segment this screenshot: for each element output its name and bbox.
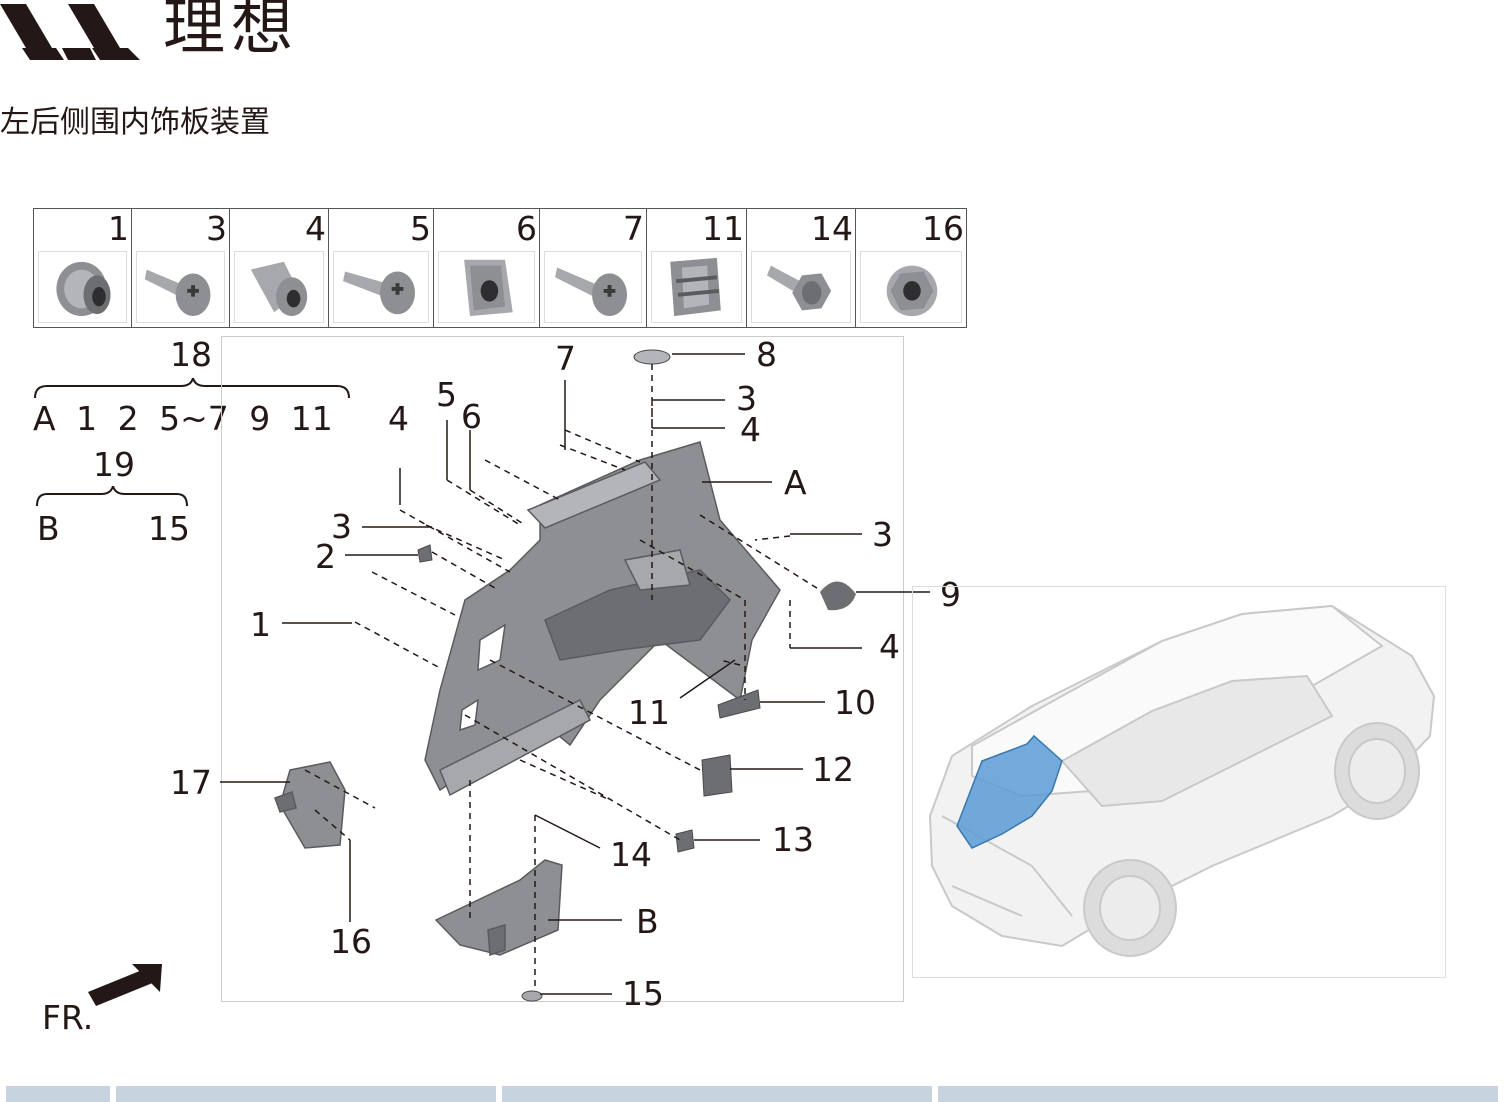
tapping-screw-icon <box>144 269 211 316</box>
callout-14: 14 <box>610 835 652 874</box>
vehicle-illustration <box>928 604 1436 957</box>
callout-4: 4 <box>388 399 409 438</box>
group-member: 5~7 <box>159 399 229 438</box>
fastener-number: 14 <box>811 209 853 248</box>
callout-7: 7 <box>555 339 576 378</box>
fastener-cell-5: 5 <box>329 209 434 327</box>
vehicle-location-view <box>912 586 1446 978</box>
retaining-clip-icon <box>670 257 721 317</box>
callout-10: 10 <box>834 683 876 722</box>
fastener-cell-4: 4 <box>230 209 329 327</box>
fastener-cell-6: 6 <box>434 209 540 327</box>
callout-1: 1 <box>250 605 271 644</box>
callout-5: 5 <box>436 375 457 414</box>
fastener-legend: 1 3 4 5 6 7 11 <box>33 208 967 328</box>
fastener-number: 1 <box>108 209 129 248</box>
assembly-dashed-lines <box>304 364 821 990</box>
footer-segment <box>938 1086 1498 1102</box>
fastener-cell-16: 16 <box>856 209 966 327</box>
small-parts <box>417 349 761 1002</box>
trim-panel-a <box>424 441 781 797</box>
fastener-number: 3 <box>206 209 227 248</box>
group-18-number: 18 <box>170 335 212 374</box>
group-member: 11 <box>290 399 333 438</box>
fastener-cell-7: 7 <box>540 209 647 327</box>
fastener-number: 4 <box>305 209 326 248</box>
callout-15: 15 <box>622 974 664 1013</box>
group-member: 1 <box>76 399 98 438</box>
brand-name: 理想 <box>163 0 300 63</box>
callout-2: 2 <box>315 537 336 576</box>
callout-3: 3 <box>331 507 352 546</box>
fastener-number: 6 <box>516 209 537 248</box>
callout-3: 3 <box>736 379 757 418</box>
callout-13: 13 <box>772 820 814 859</box>
callout-a: A <box>784 463 807 502</box>
footer-segment <box>502 1086 932 1102</box>
fastener-cell-14: 14 <box>747 209 856 327</box>
group-18-brace-icon <box>34 378 350 399</box>
group-member: B <box>37 509 60 548</box>
footer-segment <box>6 1086 110 1102</box>
li-auto-logo-icon <box>0 4 140 60</box>
group-member: 9 <box>249 399 271 438</box>
group-member: A <box>33 399 56 438</box>
page-title: 左后侧围内饰板装置 <box>0 105 270 140</box>
bracket-17 <box>274 761 346 849</box>
callout-6: 6 <box>461 397 482 436</box>
exploded-diagram-frame <box>221 336 904 1002</box>
group-18-members: A 1 2 5~7 9 11 <box>33 402 333 435</box>
footer-segment <box>116 1086 496 1102</box>
group-19-number: 19 <box>93 445 135 484</box>
callout-4: 4 <box>740 410 761 449</box>
forward-arrow-icon <box>88 964 162 1006</box>
u-clip-nut-icon <box>464 259 513 317</box>
orientation-label: FR. <box>42 998 94 1037</box>
fastener-number: 7 <box>623 209 644 248</box>
fastener-cell-3: 3 <box>132 209 230 327</box>
callout-4: 4 <box>879 627 900 666</box>
callout-3: 3 <box>872 515 893 554</box>
callout-11: 11 <box>628 693 670 732</box>
fastener-number: 16 <box>922 209 964 248</box>
footer-bar <box>0 1086 1504 1102</box>
hex-flange-nut-icon <box>886 265 938 317</box>
callout-12: 12 <box>812 750 854 789</box>
tapping-screw-icon <box>343 271 416 315</box>
group-member: 15 <box>148 509 190 548</box>
fastener-number: 5 <box>410 209 431 248</box>
group-19-brace-icon <box>36 486 188 507</box>
callout-8: 8 <box>756 335 777 374</box>
push-rivet-icon <box>56 261 111 316</box>
callout-17: 17 <box>170 763 212 802</box>
expansion-nut-icon <box>250 261 308 317</box>
highlighted-trim-location <box>956 734 1063 849</box>
callout-leader-lines <box>220 353 930 995</box>
cap-9 <box>820 581 856 611</box>
hex-flange-bolt-icon <box>766 265 832 311</box>
callout-b: B <box>636 902 659 941</box>
fastener-cell-1: 1 <box>34 209 132 327</box>
callout-16: 16 <box>330 922 372 961</box>
group-member: 2 <box>117 399 139 438</box>
fastener-number: 11 <box>702 209 744 248</box>
tapping-screw-icon <box>555 267 628 317</box>
fastener-cell-11: 11 <box>647 209 747 327</box>
rear-trim-b <box>434 859 563 957</box>
